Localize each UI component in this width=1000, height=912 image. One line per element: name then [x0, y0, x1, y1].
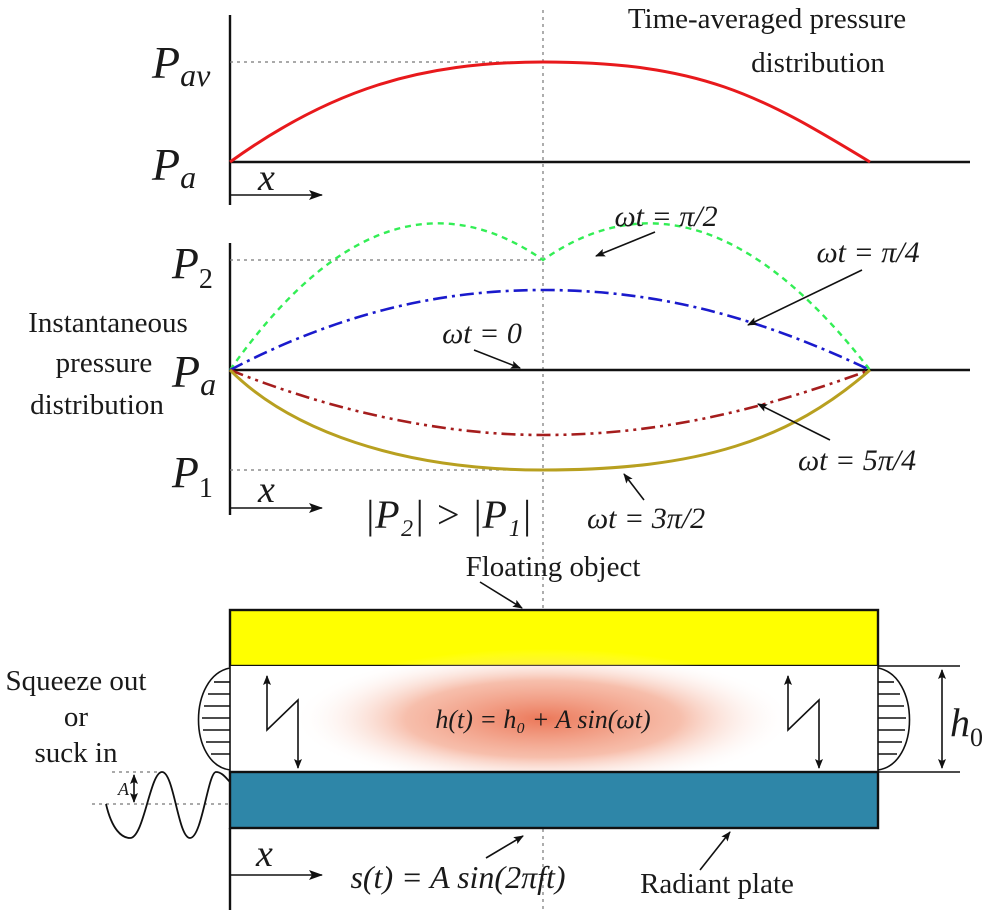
middle-panel: P2 Pa P1 x Instantaneous pressure distri…: [28, 200, 970, 537]
arrow-wt-0: [473, 349, 521, 369]
mid-side-label-line3: distribution: [30, 389, 164, 421]
h0-label: h0: [950, 700, 983, 752]
mid-pa-label: Pa: [171, 346, 216, 402]
label-wt-pi-2: ωt = π/2: [614, 200, 717, 233]
top-pa-label: Pa: [151, 139, 196, 195]
label-wt-pi-4: ωt = π/4: [816, 236, 919, 269]
curve-wt-3pi-2: [228, 368, 871, 472]
amplitude-label: A: [117, 779, 130, 799]
mid-side-label-line1: Instantaneous: [28, 307, 187, 339]
arrow-wt-pi-2: [595, 231, 656, 257]
vibration-sine-wave: [105, 771, 231, 839]
mid-p1-label: P1: [171, 448, 213, 504]
top-title-line2: distribution: [751, 47, 885, 79]
label-wt-0: ωt = 0: [442, 317, 522, 350]
label-wt-3pi-2: ωt = 3π/2: [587, 502, 705, 535]
floating-object-label: Floating object: [466, 551, 641, 583]
label-wt-5pi-4: ωt = 5π/4: [798, 444, 916, 477]
pressure-glow: [293, 649, 793, 789]
arrow-wt-3pi-2: [623, 473, 645, 501]
squeeze-label-line3: suck in: [35, 737, 118, 769]
mid-p2-label: P2: [171, 239, 213, 295]
mid-x-label: x: [257, 469, 275, 511]
right-zigzag-arrow: [784, 675, 823, 769]
time-averaged-curve: [229, 60, 871, 164]
squeeze-label-line2: or: [64, 701, 89, 733]
bottom-x-label: x: [255, 833, 273, 875]
top-panel: Pav Pa x Time-averaged pressure distribu…: [151, 3, 970, 205]
left-flow-profile: [197, 667, 231, 771]
squeeze-label-line1: Squeeze out: [6, 665, 147, 697]
curve-wt-pi-4: [229, 288, 871, 372]
gap-equation: h(t) = h₀ + A sin(ωt): [435, 705, 650, 734]
mid-inequality: |P₂| > |P₁|: [364, 492, 532, 537]
curve-wt-pi-2: [229, 222, 871, 371]
radiant-plate: [228, 770, 880, 830]
floating-object-arrow: [479, 581, 523, 609]
curve-wt-5pi-4: [229, 368, 871, 437]
top-title-line1: Time-averaged pressure: [628, 3, 906, 35]
radiant-plate-arrow: [699, 831, 731, 871]
mid-side-label-line2: pressure: [56, 347, 153, 379]
arrow-wt-pi-4: [747, 269, 863, 326]
motion-equation: s(t) = A sin(2πft): [350, 859, 565, 895]
top-x-label: x: [257, 157, 275, 199]
left-zigzag-arrow: [263, 675, 302, 769]
motion-arrow: [485, 835, 524, 859]
top-pav-label: Pav: [151, 37, 211, 93]
bottom-panel: Floating object h(t) = h₀ + A sin(ωt) Ra…: [6, 551, 983, 910]
right-flow-profile: [877, 667, 911, 771]
arrow-wt-5pi-4: [757, 403, 831, 441]
radiant-plate-label: Radiant plate: [640, 868, 794, 900]
